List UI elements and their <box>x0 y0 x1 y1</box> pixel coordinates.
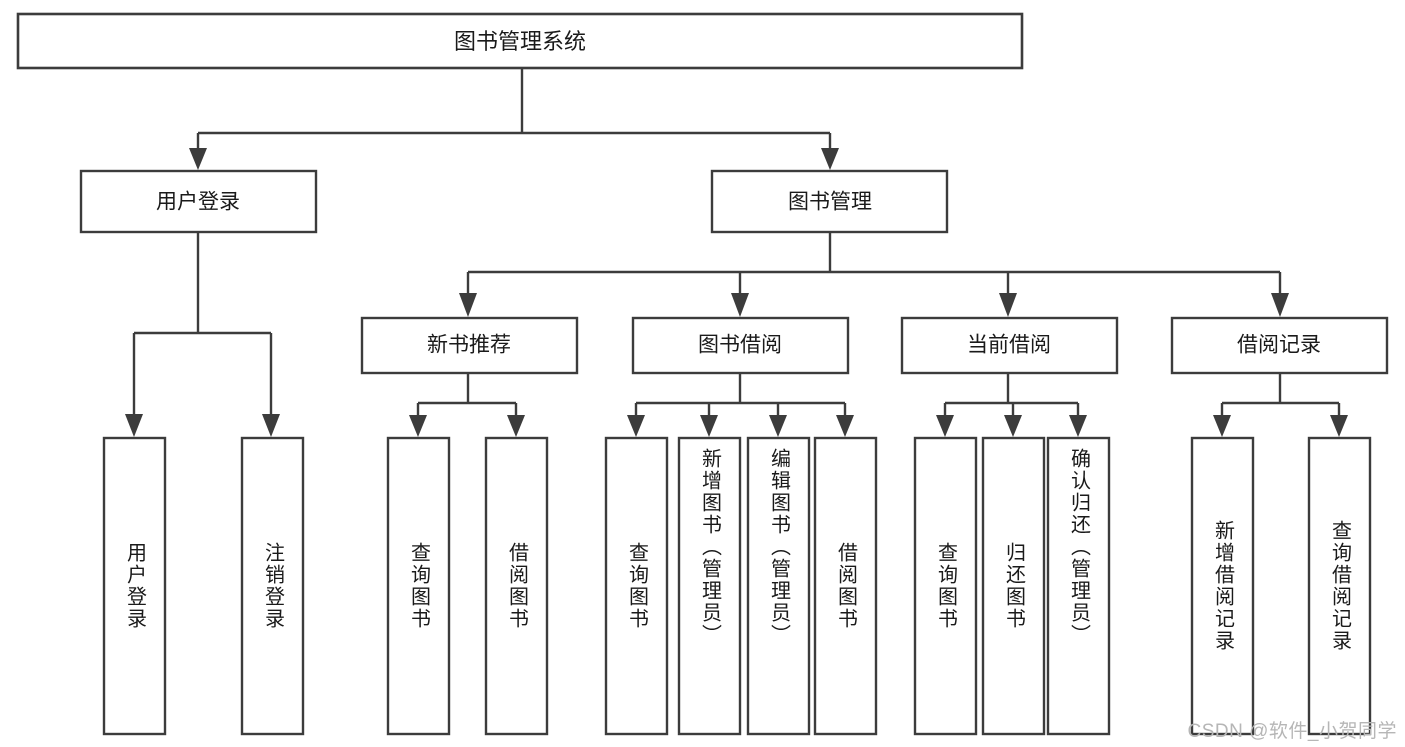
connector-group-new-book-recommend <box>409 373 525 437</box>
node-leaf-borrow-book-1-box[interactable] <box>484 436 549 736</box>
arrow-head-leaf-edit-book <box>769 415 787 437</box>
node-new-book-recommend-label: 新书推荐 <box>427 334 511 357</box>
arrow-head-leaf-return-book <box>1004 415 1022 437</box>
arrow-head-leaf-query-book-2 <box>627 415 645 437</box>
arrow-head-user-login <box>189 148 207 170</box>
node-book-borrow-label: 图书借阅 <box>698 334 782 357</box>
node-new-book-recommend[interactable]: 新书推荐 <box>360 316 579 375</box>
node-leaf-borrow-book-2-box[interactable] <box>813 436 878 736</box>
node-current-borrow-label: 当前借阅 <box>967 334 1051 357</box>
arrow-head-leaf-query-book-3 <box>936 415 954 437</box>
watermark-label: CSDN @软件_小贺同学 <box>1187 721 1397 742</box>
node-user-login-box[interactable] <box>79 169 318 234</box>
node-leaf-edit-book-box[interactable] <box>746 436 811 736</box>
node-root[interactable]: 图书管理系统 <box>16 12 1024 70</box>
node-book-borrow[interactable]: 图书借阅 <box>631 316 850 375</box>
node-leaf-query-record-box[interactable] <box>1307 436 1372 736</box>
node-borrow-record-box[interactable] <box>1170 316 1389 375</box>
node-leaf-user-login-box[interactable] <box>102 436 167 736</box>
node-leaf-return-book-box[interactable] <box>981 436 1046 736</box>
node-leaf-query-book-3-box[interactable] <box>913 436 978 736</box>
node-current-borrow-box[interactable] <box>900 316 1119 375</box>
connector-group-current-borrow <box>936 373 1087 437</box>
connector-group-user-login <box>125 232 280 437</box>
connector-group-book-management <box>459 232 1289 317</box>
node-leaf-add-book-box[interactable] <box>677 436 742 736</box>
arrow-head-leaf-borrow-book-2 <box>836 415 854 437</box>
arrow-head-leaf-borrow-book-1 <box>507 415 525 437</box>
arrow-head-leaf-add-record <box>1213 415 1231 437</box>
node-new-book-recommend-box[interactable] <box>360 316 579 375</box>
node-root-label: 图书管理系统 <box>454 29 586 54</box>
node-leaf-query-book-2-box[interactable] <box>604 436 669 736</box>
arrow-head-leaf-query-record <box>1330 415 1348 437</box>
node-book-management[interactable]: 图书管理 <box>710 169 949 234</box>
arrow-head-leaf-query-book-1 <box>409 415 427 437</box>
connector-group-root <box>189 68 839 170</box>
node-leaf-logout-login-box[interactable] <box>240 436 305 736</box>
node-user-login-label: 用户登录 <box>156 191 240 214</box>
node-book-management-box[interactable] <box>710 169 949 234</box>
connector-group-borrow-record <box>1213 373 1348 437</box>
arrow-head-leaf-logout-login <box>262 414 280 437</box>
node-leaf-query-book-1-box[interactable] <box>386 436 451 736</box>
node-current-borrow[interactable]: 当前借阅 <box>900 316 1119 375</box>
node-borrow-record-label: 借阅记录 <box>1237 334 1321 357</box>
arrow-head-leaf-add-book <box>700 415 718 437</box>
node-borrow-record[interactable]: 借阅记录 <box>1170 316 1389 375</box>
arrow-head-leaf-confirm-return <box>1069 415 1087 437</box>
connector-group-book-borrow <box>627 373 854 437</box>
arrow-head-book-management <box>821 148 839 170</box>
node-user-login[interactable]: 用户登录 <box>79 169 318 234</box>
node-leaf-confirm-return-box[interactable] <box>1046 436 1111 736</box>
arrow-head-current-borrow <box>999 293 1017 317</box>
node-root-box[interactable] <box>16 12 1024 70</box>
node-book-borrow-box[interactable] <box>631 316 850 375</box>
arrow-head-book-borrow <box>731 293 749 317</box>
node-leaf-add-record-box[interactable] <box>1190 436 1255 736</box>
arrow-head-borrow-record <box>1271 293 1289 317</box>
arrow-head-new-book-recommend <box>459 293 477 317</box>
node-book-management-label: 图书管理 <box>788 191 872 214</box>
arrow-head-leaf-user-login <box>125 414 143 437</box>
